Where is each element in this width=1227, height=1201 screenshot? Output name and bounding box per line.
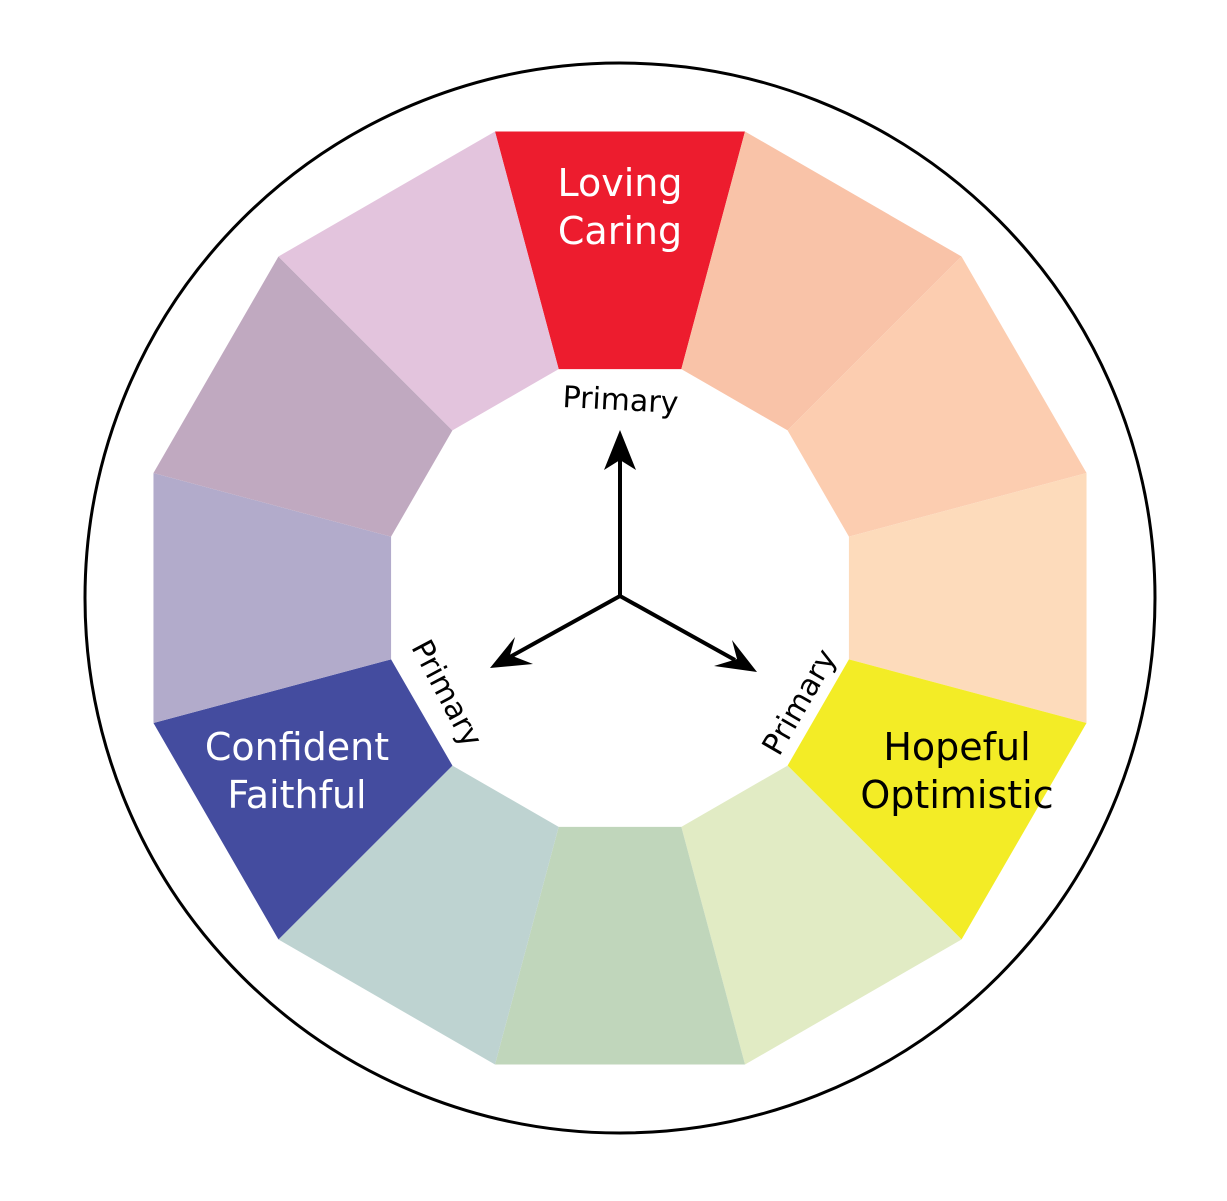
segment-label-yellow: Hopeful [883, 725, 1030, 769]
segment-label-red: Caring [558, 209, 682, 253]
segment-red-violet [278, 131, 559, 431]
segment-blue-green [278, 765, 559, 1065]
segment-yellow-orange [848, 472, 1087, 724]
arrow-right-shaft [619, 594, 736, 662]
segment-label-red: Loving [557, 161, 682, 205]
segment-red-orange [681, 131, 962, 431]
segment-orange [787, 256, 1087, 537]
segment-green [494, 826, 746, 1065]
arrow-right-head [714, 640, 757, 672]
segment-label-blue: Confident [205, 725, 389, 769]
arrow-left-shaft [507, 594, 621, 660]
segment-blue-violet [153, 472, 392, 724]
segment-label-yellow: Optimistic [860, 773, 1053, 817]
segment-yellow-green [681, 765, 962, 1065]
primary-arrows [490, 430, 757, 672]
segment-label-blue: Faithful [227, 773, 366, 817]
arrow-left-head [490, 637, 533, 668]
segment-red [494, 131, 746, 370]
segment-blue [153, 659, 453, 940]
outer-circle [83, 61, 1157, 1135]
primary-label-top: Primary [562, 380, 680, 421]
arrow-up-head [604, 430, 636, 470]
segment-violet [153, 256, 453, 537]
segment-yellow [787, 659, 1087, 940]
